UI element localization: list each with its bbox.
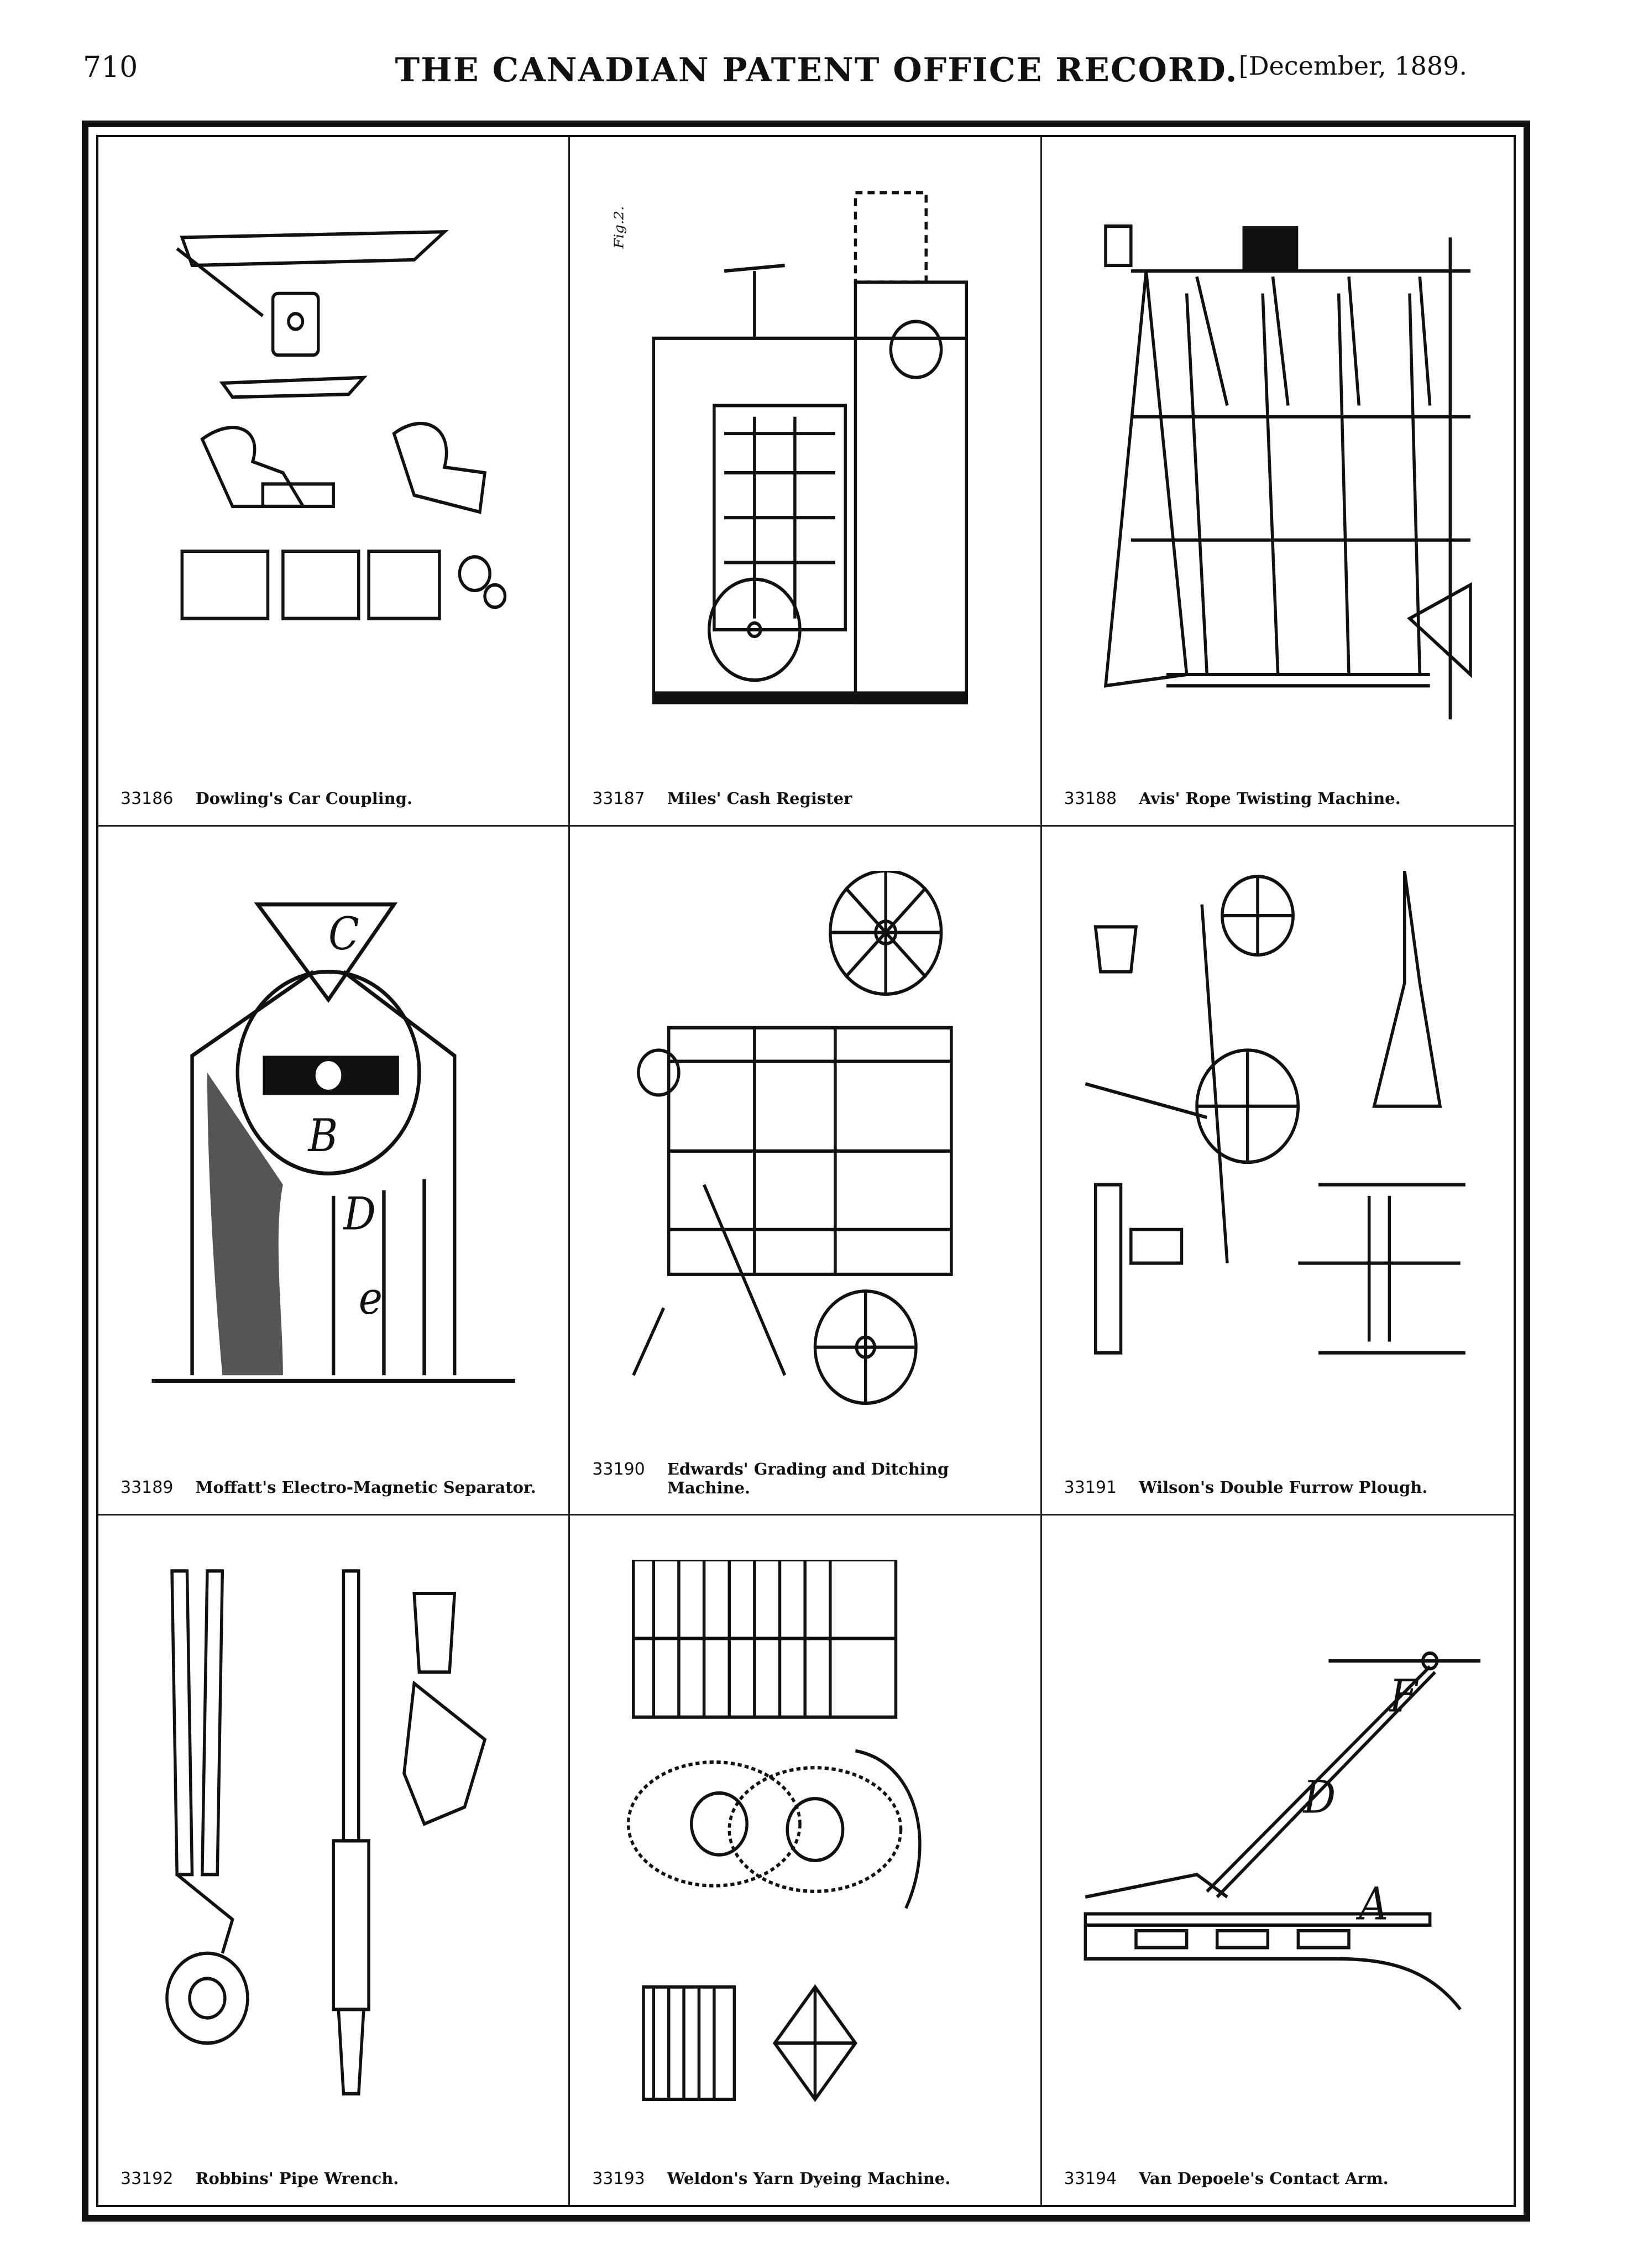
patent-cell: A F D 33194 Van Depoele's Contact Arm.	[1042, 1516, 1514, 2205]
patent-number: 33189	[121, 1478, 174, 1498]
patent-caption: 33188 Avis' Rope Twisting Machine.	[1064, 789, 1497, 808]
patent-number: 33190	[592, 1460, 645, 1480]
patent-caption: 33191 Wilson's Double Furrow Plough.	[1064, 1478, 1497, 1497]
patent-caption: 33186 Dowling's Car Coupling.	[121, 789, 552, 808]
label-b: B	[307, 1110, 338, 1162]
car-coupling-drawing	[132, 181, 535, 742]
patent-number: 33194	[1064, 2168, 1117, 2188]
page-title: THE CANADIAN PATENT OFFICE RECORD.	[395, 51, 1238, 90]
label-a: A	[1355, 1878, 1388, 1931]
label-c: C	[328, 908, 359, 960]
pipe-wrench-drawing	[132, 1560, 535, 2122]
patent-title: Robbins' Pipe Wrench.	[195, 2168, 399, 2188]
patent-cell: 33190 Edwards' Grading and Ditching Mach…	[570, 826, 1042, 1516]
patent-number: 33191	[1064, 1478, 1117, 1498]
patent-cell: 33191 Wilson's Double Furrow Plough.	[1041, 827, 1514, 1516]
plate-frame: 33186 Dowling's Car Coupling. Fig.2.	[82, 121, 1530, 2222]
patent-caption: 33194 Van Depoele's Contact Arm.	[1064, 2169, 1497, 2188]
page-number: 710	[83, 51, 138, 84]
patent-caption: 33192 Robbins' Pipe Wrench.	[121, 2169, 552, 2188]
patent-title: Miles' Cash Register	[667, 788, 852, 808]
contact-arm-drawing: A F D	[1075, 1560, 1480, 2122]
patent-cell: C B D e 33189 Moffatt's Electro-Magnetic…	[98, 826, 570, 1516]
patent-number: 33193	[592, 2168, 645, 2188]
electro-magnetic-separator-drawing: C B D e	[132, 871, 535, 1431]
patent-caption: 33190 Edwards' Grading and Ditching Mach…	[592, 1460, 1023, 1497]
patent-number: 33188	[1064, 788, 1117, 808]
patent-title: Van Depoele's Contact Arm.	[1139, 2168, 1389, 2188]
label-e: e	[359, 1272, 383, 1325]
patent-title: Weldon's Yarn Dyeing Machine.	[667, 2168, 951, 2188]
patent-grid: 33186 Dowling's Car Coupling. Fig.2.	[98, 137, 1514, 2205]
cash-register-drawing: Fig.2.	[603, 181, 1007, 742]
issue-date: [December, 1889.	[1238, 51, 1467, 81]
patent-number: 33187	[592, 788, 645, 808]
patent-cell: 33188 Avis' Rope Twisting Machine.	[1041, 137, 1514, 827]
patent-cell: Fig.2.	[570, 137, 1042, 827]
grading-ditching-machine-drawing	[603, 869, 1007, 1431]
patent-title: Edwards' Grading and Ditching Machine.	[667, 1460, 949, 1498]
patent-title: Dowling's Car Coupling.	[195, 788, 413, 808]
patent-title: Moffatt's Electro-Magnetic Separator.	[195, 1478, 536, 1497]
patent-cell: 33186 Dowling's Car Coupling.	[98, 137, 570, 827]
rope-twisting-machine-drawing	[1075, 181, 1480, 742]
label-f: F	[1388, 1670, 1419, 1723]
patent-caption: 33189 Moffatt's Electro-Magnetic Separat…	[121, 1478, 552, 1497]
yarn-dyeing-machine-drawing	[603, 1558, 1007, 2122]
patent-cell: 33193 Weldon's Yarn Dyeing Machine.	[570, 1516, 1042, 2205]
label-d: D	[343, 1188, 376, 1241]
patent-cell: 33192 Robbins' Pipe Wrench.	[98, 1516, 570, 2205]
label-d: D	[1302, 1771, 1336, 1824]
patent-caption: 33187 Miles' Cash Register	[592, 789, 1023, 808]
patent-title: Avis' Rope Twisting Machine.	[1139, 788, 1401, 808]
patent-number: 33192	[121, 2168, 174, 2188]
patent-caption: 33193 Weldon's Yarn Dyeing Machine.	[592, 2169, 1023, 2188]
double-furrow-plough-drawing	[1075, 870, 1480, 1431]
figure-label: Fig.2.	[611, 206, 626, 249]
plate-inner-border	[96, 135, 1516, 2207]
patent-title: Wilson's Double Furrow Plough.	[1139, 1478, 1428, 1497]
patent-number: 33186	[121, 788, 174, 808]
